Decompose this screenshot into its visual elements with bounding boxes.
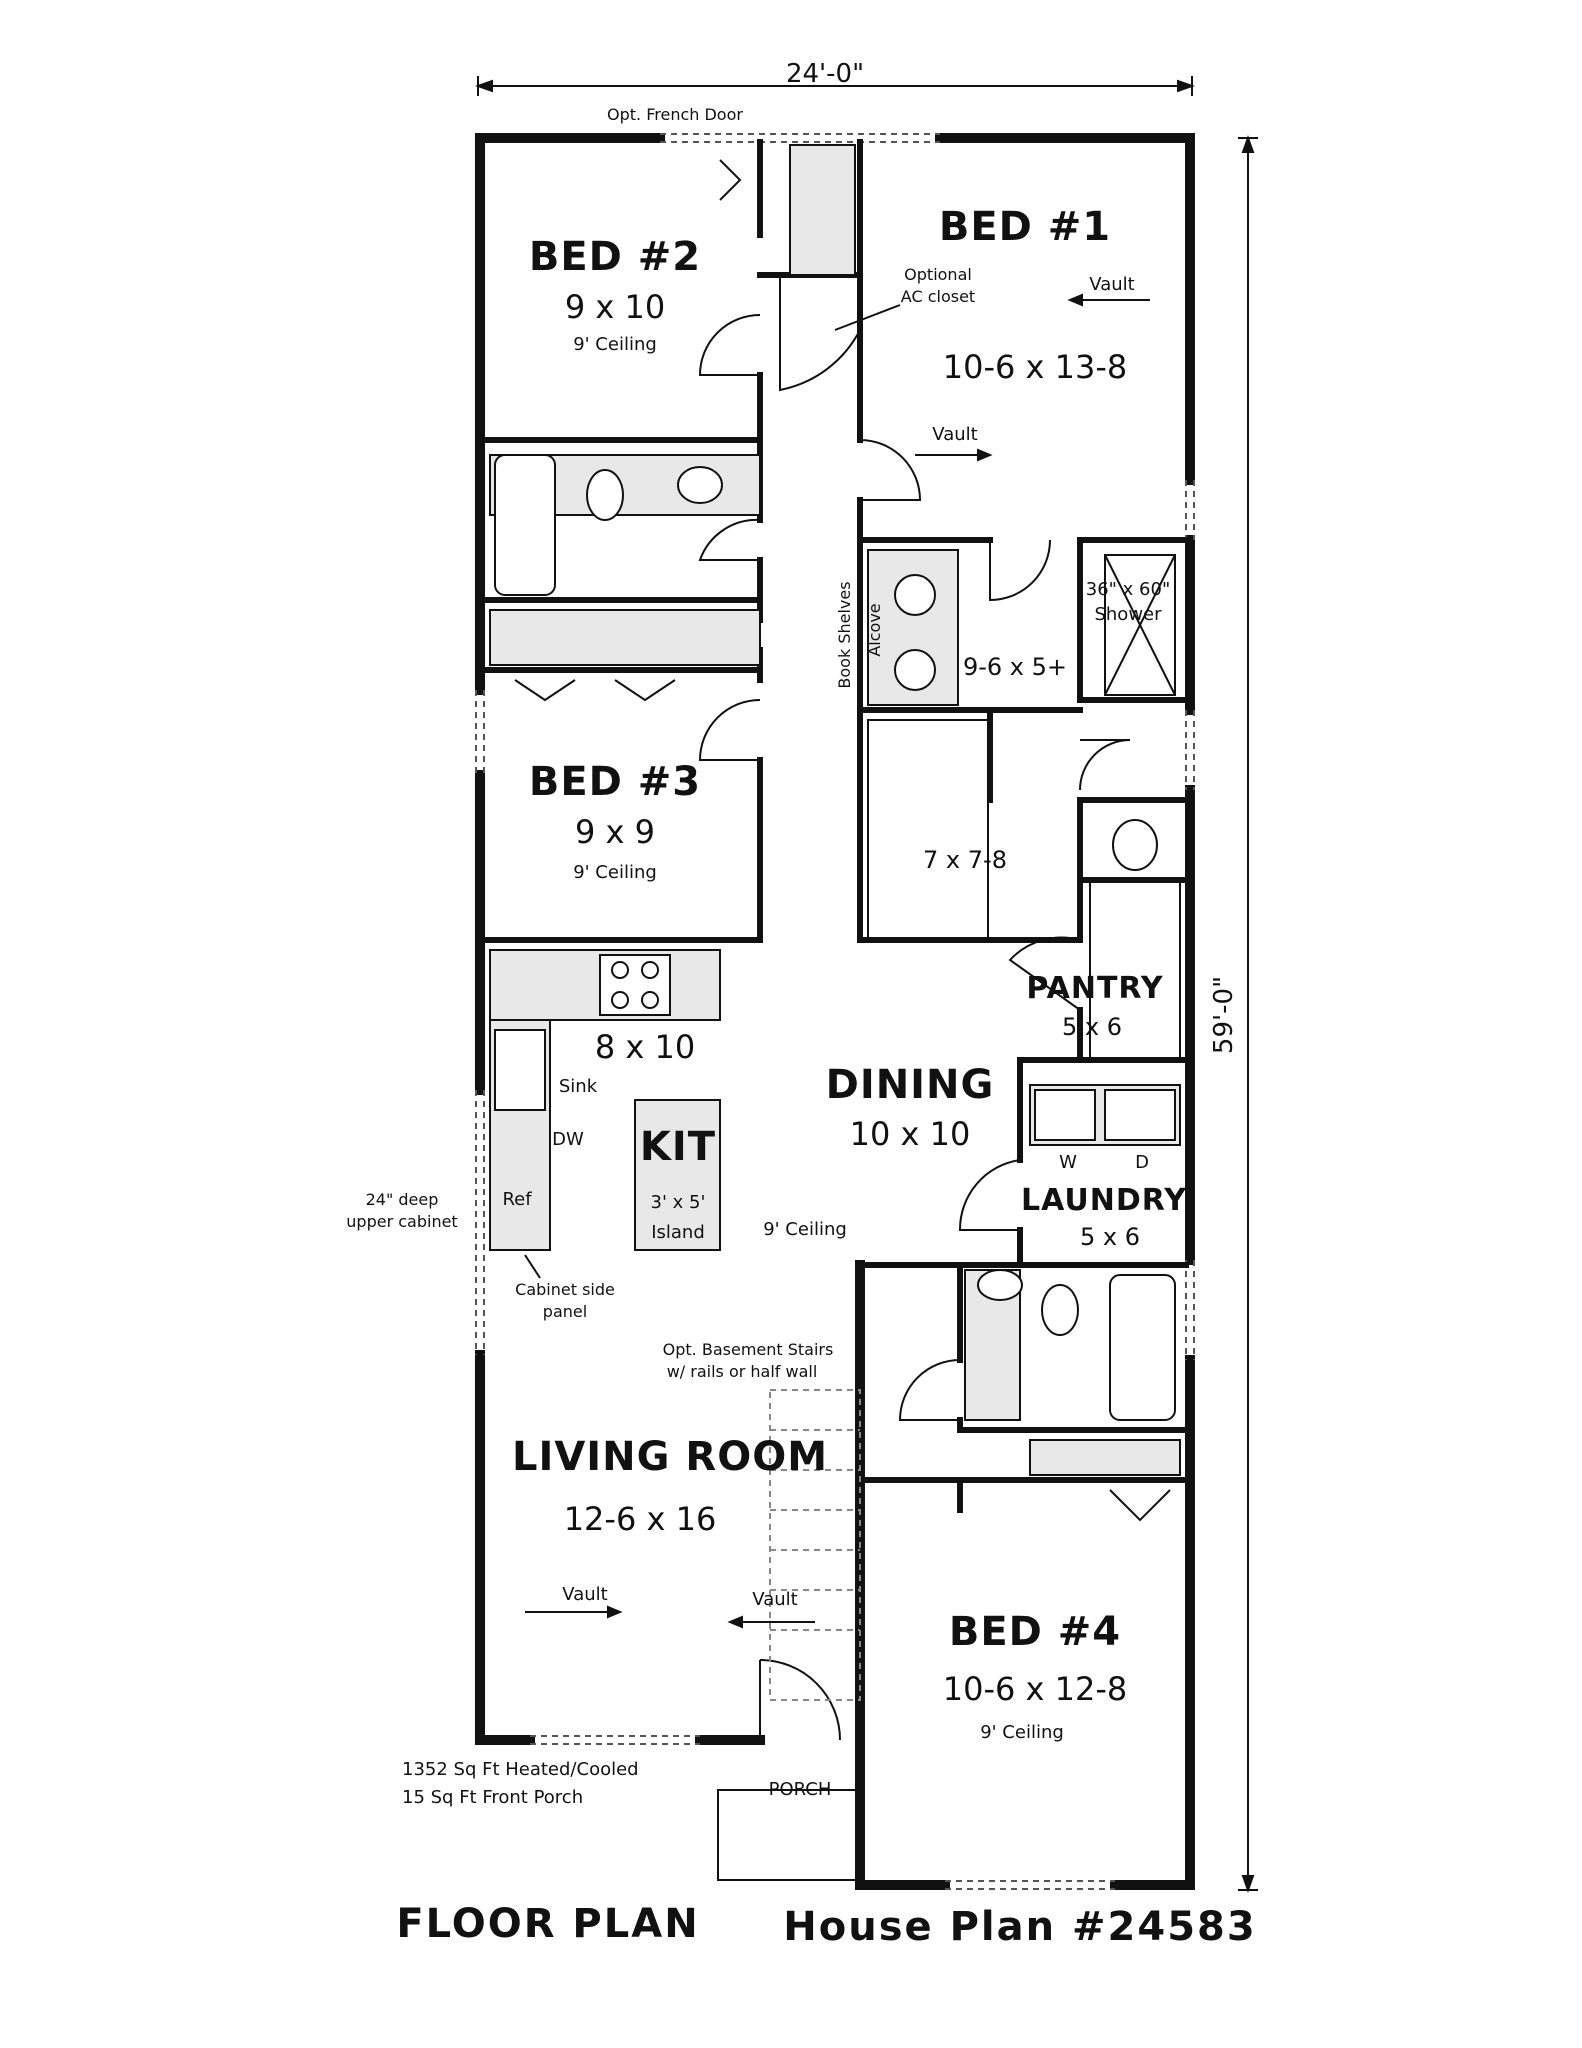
living-name: LIVING ROOM [512,1434,828,1480]
interior-walls [482,139,1189,1513]
depth-dimension: 59'-0" [1209,976,1239,1054]
stairs-note-1: Opt. Basement Stairs [663,1340,834,1359]
fixtures [494,454,1176,1881]
window-openings [475,133,1195,1890]
heated-area-note: 1352 Sq Ft Heated/Cooled [402,1759,639,1780]
laundry-name: LAUNDRY [1021,1183,1187,1218]
bed1-name: BED #1 [939,204,1111,250]
porch-label: PORCH [769,1779,832,1800]
living-vault-left: Vault [562,1584,607,1605]
ac-closet-note-1: Optional [904,265,972,284]
ac-closet-leader [834,304,901,331]
basement-stairs [769,1389,861,1701]
dining-ceiling: 9' Ceiling [763,1219,847,1240]
dryer-label: D [1135,1152,1149,1173]
bed1-vault-top: Vault [1089,274,1134,295]
porch-area-note: 15 Sq Ft Front Porch [402,1787,583,1808]
dimension-lines [475,76,1258,1893]
door-swings [514,159,1171,1741]
living-vault-right: Vault [752,1589,797,1610]
kitchen-size: 8 x 10 [595,1028,695,1066]
bed3-name: BED #3 [529,759,701,805]
width-dimension: 24'-0" [786,59,864,89]
side-panel-note-1: Cabinet side [515,1280,615,1299]
bed1-vault-bottom: Vault [932,424,977,445]
bed1-size: 10-6 x 13-8 [943,348,1128,386]
bed2-name: BED #2 [529,234,701,280]
vault-arrows [525,293,1150,1629]
bed2-size: 9 x 10 [565,288,665,326]
dw-label: DW [552,1129,584,1150]
bed4-ceiling: 9' Ceiling [980,1722,1064,1743]
sink-label: Sink [559,1076,598,1097]
upper-cabinet-note-1: 24" deep [366,1190,439,1209]
pantry-size: 5 x 6 [1062,1013,1122,1041]
ac-closet-note-2: AC closet [901,287,975,306]
footer-house-plan: House Plan #24583 [783,1904,1256,1950]
bed3-ceiling: 9' Ceiling [573,862,657,883]
dining-size: 10 x 10 [850,1115,971,1153]
bed3-size: 9 x 9 [575,813,655,851]
bed4-name: BED #4 [949,1609,1121,1655]
upper-cabinet-note-2: upper cabinet [346,1212,457,1231]
book-shelves-note: Book Shelves [835,581,854,688]
dining-name: DINING [826,1062,995,1108]
bed4-size: 10-6 x 12-8 [943,1670,1128,1708]
closet-size: 7 x 7-8 [923,846,1007,874]
bed2-ceiling: 9' Ceiling [573,334,657,355]
shower-size: 36" x 60" [1086,579,1170,600]
stairs-note-2: w/ rails or half wall [667,1362,818,1381]
washer-label: W [1059,1152,1077,1173]
exterior-walls [475,133,1195,1890]
island-label: Island [651,1222,705,1243]
master-bath-size: 9-6 x 5+ [963,653,1067,681]
alcove-note: Alcove [865,603,884,656]
footer-floor-plan: FLOOR PLAN [396,1901,699,1947]
island-size: 3' x 5' [651,1192,706,1213]
laundry-size: 5 x 6 [1080,1223,1140,1251]
ref-label: Ref [502,1189,532,1210]
side-panel-note-2: panel [543,1302,587,1321]
pantry-name: PANTRY [1026,971,1163,1006]
french-door-note: Opt. French Door [607,105,743,124]
shower-label: Shower [1094,604,1162,625]
living-size: 12-6 x 16 [564,1500,717,1538]
side-panel-leader [524,1254,541,1279]
kitchen-name: KIT [640,1124,716,1170]
